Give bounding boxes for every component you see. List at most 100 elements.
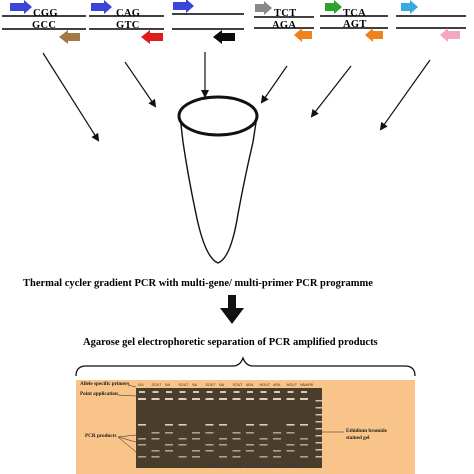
- gel-band: [192, 450, 200, 452]
- gel-band: [138, 398, 146, 400]
- arrow-from-set-6: [379, 59, 431, 131]
- primer-set-5: [320, 0, 388, 42]
- bottom-lane-label: MOUT: [259, 464, 271, 468]
- reverse-primer-arrow-3: [213, 30, 235, 44]
- gel-separation-caption: Agarose gel electrophoretic separation o…: [83, 337, 378, 348]
- gel-band: [232, 432, 241, 434]
- top-lane-label: MOUT: [286, 383, 298, 387]
- gel-band: [300, 444, 308, 446]
- arrow-from-set-1: [42, 52, 100, 142]
- gel-band: [246, 450, 254, 452]
- bottom-lane-label: AA: [192, 464, 197, 468]
- thermal-cycler-caption: Thermal cycler gradient PCR with multi-g…: [23, 278, 373, 289]
- forward-primer-arrow-4: [255, 1, 272, 15]
- primer-set-4-bottom-seq: AGA: [272, 20, 297, 31]
- top-lane-label: ARA: [246, 383, 254, 387]
- gel-band: [205, 444, 214, 446]
- arrow-from-set-2: [124, 61, 157, 108]
- gel-band: [246, 398, 254, 400]
- ladder-band: [315, 435, 323, 437]
- bottom-lane-label: TT: [151, 464, 156, 468]
- gel-well: [139, 391, 145, 393]
- top-lane-label: MOUT: [259, 383, 271, 387]
- primer-set-2: [89, 0, 164, 44]
- gel-band: [259, 444, 268, 446]
- gel-well: [206, 391, 213, 393]
- gel-band: [286, 398, 295, 400]
- gel-band: [165, 424, 173, 426]
- gel-well: [179, 391, 186, 393]
- forward-primer-arrow-1: [10, 0, 32, 14]
- gel-band: [205, 432, 214, 434]
- top-lane-label: NA: [192, 383, 197, 387]
- gel-band: [178, 456, 187, 458]
- primer-set-1-bottom-seq: GCC: [32, 20, 57, 31]
- primer-set-4-top-seq: TCT: [274, 8, 297, 19]
- gel-band: [165, 444, 173, 446]
- forward-primer-arrow-2: [91, 0, 112, 14]
- forward-primer-arrow-5: [325, 0, 342, 14]
- converging-arrows: [42, 52, 431, 142]
- gel-band: [232, 450, 241, 452]
- gel-band: [246, 444, 254, 446]
- bottom-lane-label: SOUT: [205, 464, 216, 468]
- top-lane-label: MMARK: [300, 383, 314, 387]
- gel-band: [151, 438, 160, 440]
- gel-band: [178, 398, 187, 400]
- ladder-band: [315, 449, 323, 451]
- gel-well: [287, 391, 294, 393]
- top-lane-label: SOUT: [232, 383, 243, 387]
- point-application-label: Point application: [80, 391, 118, 397]
- gel-band: [273, 450, 281, 452]
- primer-set-2-top-seq: CAG: [116, 8, 141, 19]
- gel-band: [232, 456, 241, 458]
- gel-slab: [136, 388, 322, 468]
- pcr-tube: [177, 95, 259, 264]
- ethidium-label-line1: Ethidium bromide: [346, 428, 387, 434]
- ethidium-label-line2: stained gel: [346, 435, 370, 441]
- allele-primers-label: Allele specific primers: [80, 381, 130, 387]
- ladder-band: [315, 407, 323, 409]
- gel-band: [192, 438, 200, 440]
- ladder-band: [315, 421, 323, 423]
- gel-well: [220, 391, 226, 393]
- gel-band: [178, 438, 187, 440]
- gel-band: [300, 424, 308, 426]
- primer-set-6: [396, 0, 466, 42]
- gel-band: [300, 456, 308, 458]
- gel-band: [165, 432, 173, 434]
- gel-figure: Allele specific primers Point applicatio…: [76, 380, 415, 474]
- down-arrow: [220, 295, 244, 324]
- gel-band: [178, 424, 187, 426]
- arrow-from-set-4: [260, 65, 288, 104]
- gel-band: [219, 398, 227, 400]
- primer-set-1-top-seq: CGG: [33, 8, 58, 19]
- gel-band: [300, 438, 308, 440]
- top-lane-label: NA: [165, 383, 170, 387]
- gel-well: [233, 391, 240, 393]
- gel-band: [273, 432, 281, 434]
- top-lane-label: SOUT: [178, 383, 189, 387]
- gel-band: [151, 456, 160, 458]
- gel-band: [165, 450, 173, 452]
- gel-well: [260, 391, 267, 393]
- gel-band: [138, 424, 146, 426]
- gel-band: [273, 456, 281, 458]
- primer-set-3: [172, 0, 244, 44]
- gel-well: [274, 391, 280, 393]
- gel-well: [193, 391, 199, 393]
- gel-band: [192, 398, 200, 400]
- gel-band: [232, 438, 241, 440]
- top-lane-label: NA: [219, 383, 224, 387]
- gel-band: [138, 444, 146, 446]
- gel-lanes: [138, 391, 323, 458]
- bottom-lane-label: AA: [219, 464, 224, 468]
- bottom-lane-label: MOUT: [286, 464, 298, 468]
- gel-band: [286, 432, 295, 434]
- ladder-band: [315, 414, 323, 416]
- reverse-primer-arrow-5: [365, 28, 383, 42]
- bottom-lane-label: SOU: [300, 464, 308, 468]
- forward-primer-arrow-6: [401, 0, 418, 14]
- bottom-lane-label: LHS: [165, 464, 172, 468]
- gel-band: [219, 438, 227, 440]
